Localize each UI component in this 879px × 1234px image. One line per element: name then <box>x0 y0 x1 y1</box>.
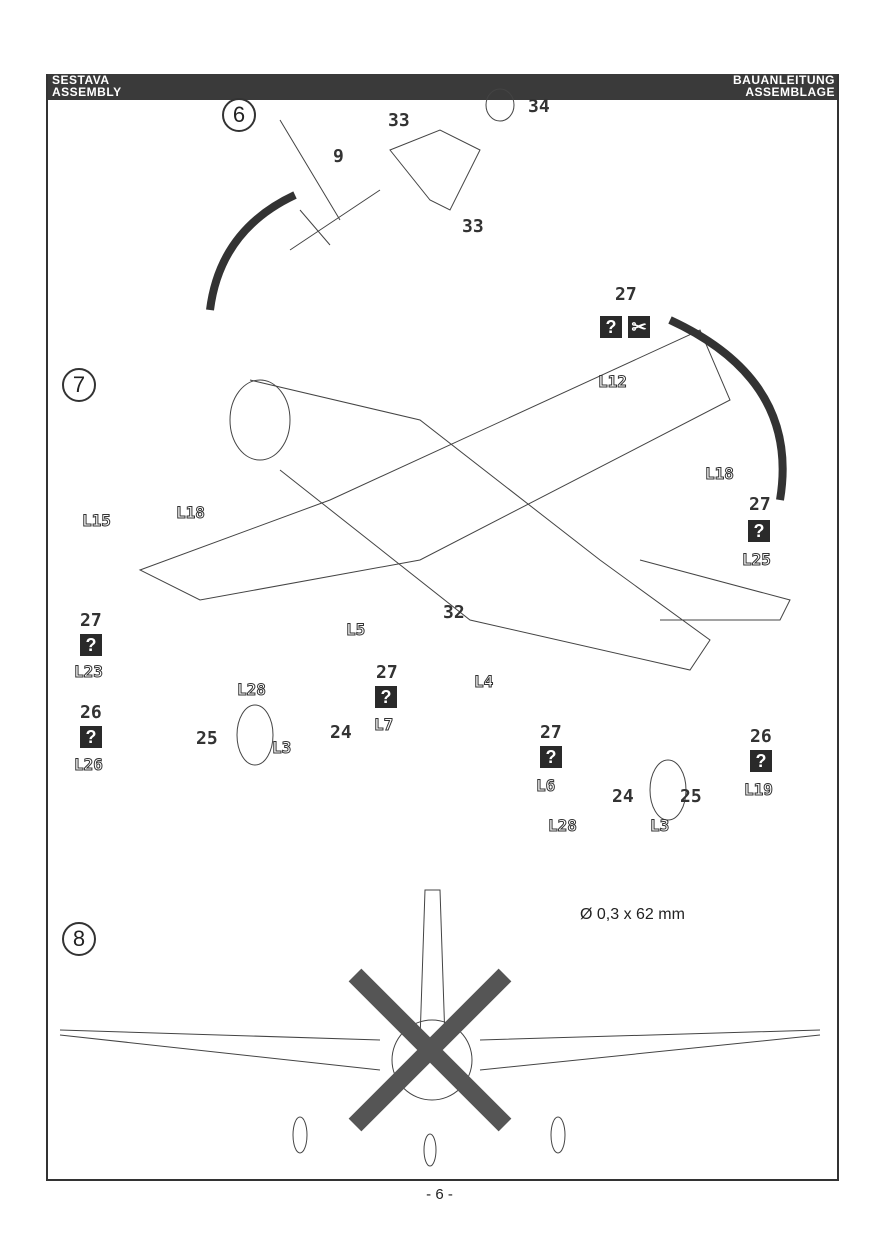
part-label: 26 <box>750 726 772 747</box>
header-bar <box>46 74 839 100</box>
part-label: L6 <box>535 776 556 796</box>
part-label: L28 <box>548 816 578 836</box>
page-number: - 6 - <box>426 1186 453 1203</box>
question-icon: ? <box>600 316 622 338</box>
part-label: 25 <box>680 786 702 807</box>
part-label: 24 <box>330 722 352 743</box>
part-label: 26 <box>80 702 102 723</box>
part-label: L25 <box>742 550 772 570</box>
question-icon: ? <box>750 750 772 772</box>
question-icon: ? <box>748 520 770 542</box>
part-label: 27 <box>615 284 637 305</box>
spinner-part <box>485 88 515 122</box>
scissors-icon: ✂ <box>628 316 650 338</box>
part-label: L3 <box>649 816 670 836</box>
part-label: L3 <box>271 738 292 758</box>
part-label: L26 <box>74 755 104 775</box>
step-number: 7 <box>62 368 96 402</box>
part-label: L4 <box>473 672 494 692</box>
propeller-blades <box>279 119 381 251</box>
part-label: L18 <box>705 464 735 484</box>
wire-spec: Ø 0,3 x 62 mm <box>580 906 685 923</box>
part-label: 27 <box>80 610 102 631</box>
part-label: L12 <box>598 372 628 392</box>
page-frame <box>46 74 839 1181</box>
question-icon: ? <box>540 746 562 768</box>
part-label: L28 <box>237 680 267 700</box>
part-label: 33 <box>462 216 484 237</box>
part-label: 27 <box>749 494 771 515</box>
part-label: L15 <box>82 511 112 531</box>
part-label: L5 <box>345 620 366 640</box>
part-label: 24 <box>612 786 634 807</box>
airframe <box>138 329 731 601</box>
part-label: L23 <box>74 662 104 682</box>
part-label: 25 <box>196 728 218 749</box>
part-label: 33 <box>388 110 410 131</box>
part-label: L18 <box>176 503 206 523</box>
step-number: 8 <box>62 922 96 956</box>
part-label: L19 <box>744 780 774 800</box>
propeller-front <box>348 968 512 1132</box>
part-label: 34 <box>528 96 550 117</box>
part-label: 27 <box>540 722 562 743</box>
question-icon: ? <box>80 634 102 656</box>
question-icon: ? <box>80 726 102 748</box>
curve-arrow <box>668 316 787 501</box>
part-label: L7 <box>373 715 394 735</box>
curve-arrow <box>206 191 297 311</box>
part-label: 32 <box>443 602 465 623</box>
part-label: 27 <box>376 662 398 683</box>
question-icon: ? <box>375 686 397 708</box>
part-label: 9 <box>333 146 344 167</box>
step-number: 6 <box>222 98 256 132</box>
